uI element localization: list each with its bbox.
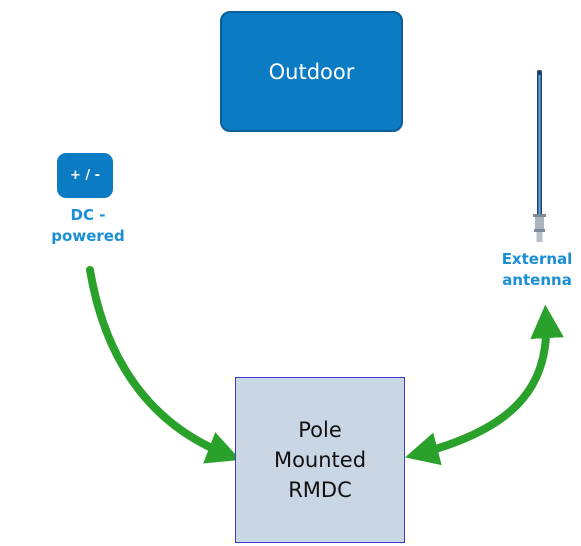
outdoor-box: Outdoor xyxy=(220,11,403,132)
rmdc-label: Pole Mounted RMDC xyxy=(273,418,367,502)
rmdc-antenna-arrow xyxy=(404,304,564,466)
dc-to-rmdc-arrow xyxy=(86,266,241,464)
external-antenna-label: External antenna xyxy=(501,250,573,289)
antenna-icon xyxy=(533,70,546,242)
outdoor-label: Outdoor xyxy=(268,59,355,84)
rmdc-box: Pole Mounted RMDC xyxy=(235,377,405,543)
dc-polarity-symbol: + / - xyxy=(69,168,101,183)
dc-powered-label: DC - powered xyxy=(51,206,125,245)
dc-power-badge: + / - xyxy=(57,153,113,198)
